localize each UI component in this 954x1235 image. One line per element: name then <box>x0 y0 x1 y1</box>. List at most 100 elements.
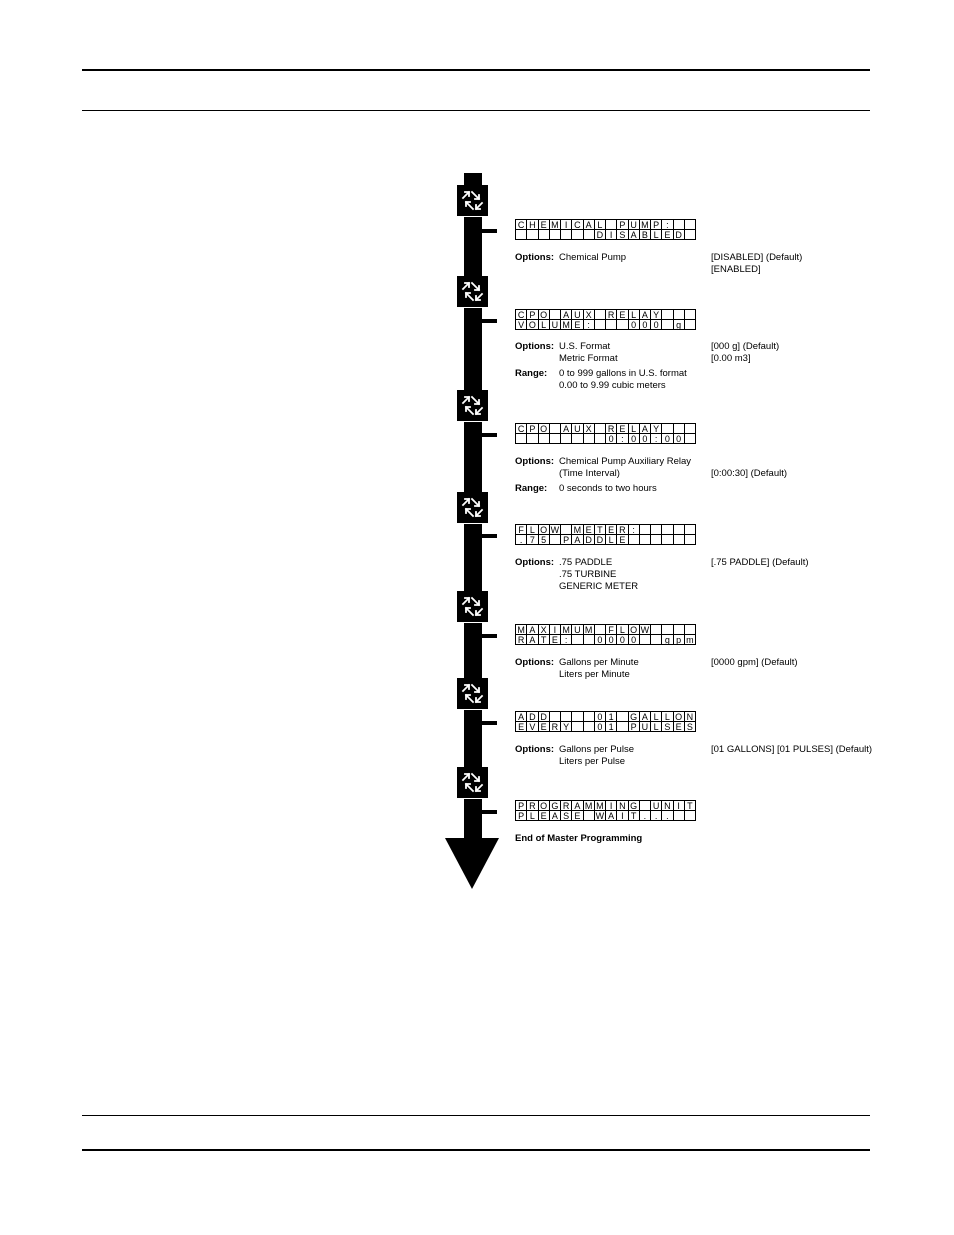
option-label: Options: <box>515 744 555 755</box>
lcd-cell: L <box>527 525 539 535</box>
lcd-cell: L <box>651 712 663 722</box>
lcd-cell: E <box>617 310 629 320</box>
option-text: .75 PADDLE <box>559 557 613 568</box>
lcd-cell <box>684 220 696 230</box>
lcd-cell <box>572 712 584 722</box>
cycle-arrows-icon-glyph <box>461 190 484 211</box>
lcd-cell <box>561 230 573 240</box>
lcd-cell: A <box>527 625 539 635</box>
lcd-cell: S <box>561 811 573 821</box>
cycle-arrows-icon-glyph <box>461 772 484 793</box>
flow-step-connector <box>482 433 497 437</box>
lcd-cell: E <box>516 722 528 732</box>
lcd-cell <box>662 320 674 330</box>
lcd-cell: D <box>583 535 595 545</box>
option-text: Metric Format <box>559 353 618 364</box>
option-text: Gallons per Minute <box>559 657 639 668</box>
lcd-cell: L <box>606 535 618 545</box>
cycle-arrows-icon-glyph <box>461 395 484 416</box>
option-default: [000 g] (Default) <box>711 341 780 352</box>
lcd-cell: E <box>538 220 550 230</box>
lcd-cell: E <box>572 320 584 330</box>
lcd-cell: 0 <box>673 434 685 444</box>
lcd-cell: I <box>673 801 685 811</box>
lcd-cell: L <box>594 220 606 230</box>
lcd-cell: X <box>583 310 595 320</box>
option-default: [0.00 m3] <box>711 353 751 364</box>
option-text: 0 seconds to two hours <box>559 483 657 494</box>
lcd-cell <box>662 535 674 545</box>
lcd-cell: Y <box>651 424 663 434</box>
lcd-cell <box>572 230 584 240</box>
lcd-cell: M <box>583 625 595 635</box>
option-default: [01 GALLONS] [01 PULSES] (Default) <box>711 744 873 755</box>
lcd-cell <box>583 712 595 722</box>
lcd-cell: R <box>561 801 573 811</box>
lcd-cell: N <box>662 801 674 811</box>
lcd-cell <box>549 535 561 545</box>
lcd-cell <box>572 635 584 645</box>
lcd-cell <box>684 424 696 434</box>
flow-spine-segment <box>464 422 482 492</box>
option-text: Liters per Pulse <box>559 756 626 767</box>
lcd-cell: D <box>594 230 606 240</box>
lcd-cell <box>651 535 663 545</box>
lcd-cell: V <box>516 320 528 330</box>
lcd-cell: 7 <box>527 535 539 545</box>
lcd-cell: 0 <box>639 434 651 444</box>
lcd-cell: L <box>662 712 674 722</box>
flow-step-connector <box>482 721 497 725</box>
lcd-cell: U <box>639 722 651 732</box>
lcd-cell <box>594 320 606 330</box>
cycle-arrows-icon <box>457 591 488 622</box>
lcd-cell <box>572 434 584 444</box>
lcd-cell: L <box>651 722 663 732</box>
lcd-cell: R <box>617 525 629 535</box>
lcd-cell: G <box>628 801 640 811</box>
lcd-cell: C <box>572 220 584 230</box>
lcd-cell: E <box>583 525 595 535</box>
option-text: Chemical Pump <box>559 252 627 263</box>
flow-step-connector <box>482 634 497 638</box>
lcd-cell <box>684 310 696 320</box>
lcd-cell <box>662 625 674 635</box>
lcd-cell: O <box>538 424 550 434</box>
lcd-cell: E <box>538 811 550 821</box>
lcd-cell: M <box>572 525 584 535</box>
lcd-cell: T <box>684 801 696 811</box>
lcd-cell <box>527 230 539 240</box>
flow-step-connector <box>482 229 497 233</box>
lcd-cell: . <box>516 535 528 545</box>
lcd-cell: R <box>527 801 539 811</box>
lcd-cell <box>583 722 595 732</box>
option-label: Options: <box>515 341 555 352</box>
lcd-cell <box>673 535 685 545</box>
lcd-cell <box>673 310 685 320</box>
lcd-cell: : <box>561 635 573 645</box>
lcd-cell <box>673 220 685 230</box>
lcd-cell <box>561 525 573 535</box>
lcd-cell <box>662 525 674 535</box>
lcd-cell <box>639 525 651 535</box>
lcd-cell: A <box>606 811 618 821</box>
lcd-cell: A <box>639 712 651 722</box>
lcd-cell: M <box>639 220 651 230</box>
lcd-cell <box>639 635 651 645</box>
option-text: Gallons per Pulse <box>559 744 634 755</box>
lcd-cell <box>673 811 685 821</box>
lcd-cell: p <box>673 635 685 645</box>
lcd-cell <box>561 434 573 444</box>
flow-spine-segment <box>464 173 482 185</box>
lcd-cell: A <box>639 310 651 320</box>
cycle-arrows-icon-glyph <box>461 683 484 704</box>
cycle-arrows-icon <box>457 492 488 523</box>
option-text: 0.00 to 9.99 cubic meters <box>559 380 666 391</box>
lcd-cell: Y <box>561 722 573 732</box>
lcd-cell <box>673 424 685 434</box>
lcd-cell <box>684 625 696 635</box>
lcd-cell: 0 <box>628 635 640 645</box>
lcd-cell: C <box>516 310 528 320</box>
lcd-cell <box>538 230 550 240</box>
lcd-cell <box>538 434 550 444</box>
